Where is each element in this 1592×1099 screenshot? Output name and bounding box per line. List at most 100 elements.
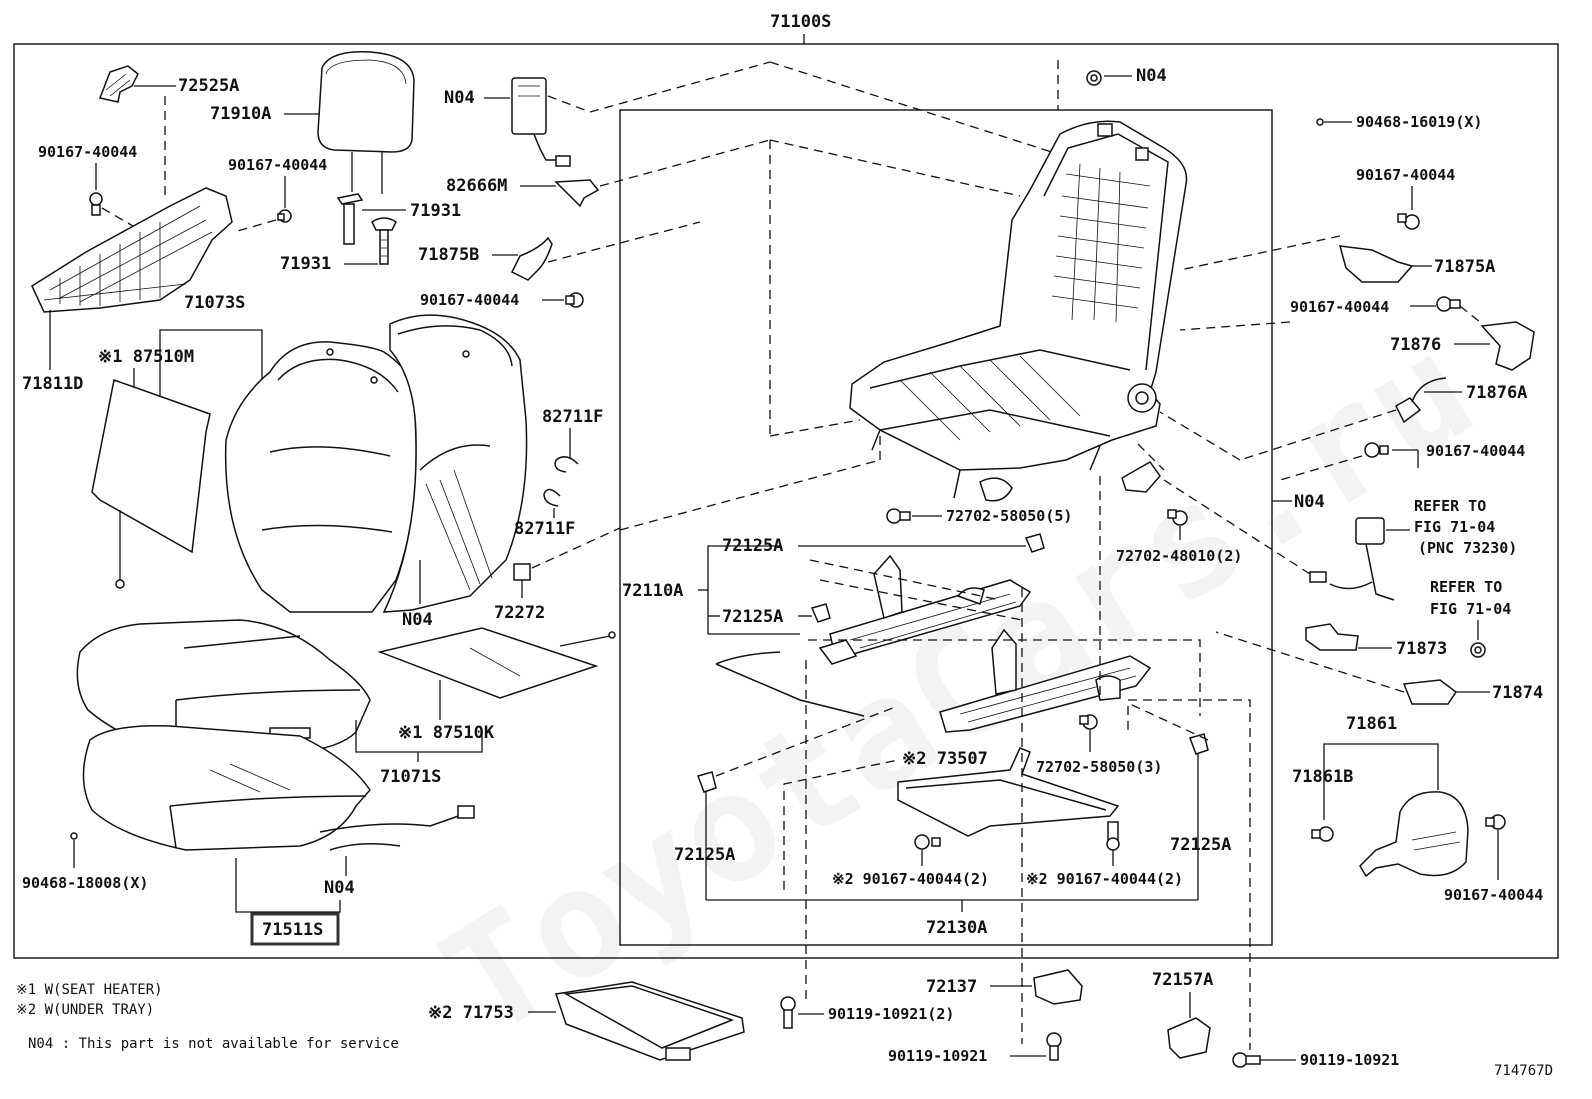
part-90167-tray-right-label: ※2 90167-40044(2) <box>1026 870 1183 888</box>
bolt-90119-2-part <box>780 996 796 1029</box>
diagram-code: 714767D <box>1494 1063 1553 1079</box>
part-72130a-label: 72130A <box>926 918 987 938</box>
bolt-r1-part <box>1397 213 1420 230</box>
part-72525a-label: 72525A <box>178 76 239 96</box>
part-90167-tray-left-label: ※2 90167-40044(2) <box>832 870 989 888</box>
bolt-72702-58050-3-part <box>1079 714 1098 730</box>
bolt-72702-48010-2-part <box>1167 509 1188 526</box>
legend-note2: ※2 W(UNDER TRAY) <box>16 1002 154 1018</box>
part-72125a-1-label: 72125A <box>722 536 783 556</box>
bolt-71861b-part <box>1311 826 1334 842</box>
cover-71875a-part <box>1338 245 1414 283</box>
seat-track-upper-part <box>818 554 1032 665</box>
part-72125a-2-label: 72125A <box>722 607 783 627</box>
part-90468-16019-label: 90468-16019(X) <box>1356 113 1482 131</box>
part-72110a-label: 72110A <box>622 581 683 601</box>
harness-71876a-part <box>1395 377 1447 424</box>
refer1-line1: REFER TO <box>1414 497 1486 515</box>
power-seat-switch-part <box>511 77 571 167</box>
seat-belt-buckle-part <box>1309 517 1395 601</box>
legend-n04: N04 : This part is not available for ser… <box>28 1036 399 1052</box>
highlight-box[interactable] <box>250 912 340 946</box>
clip-72525a-part <box>98 65 139 103</box>
cover-71874-part <box>1402 679 1458 705</box>
nut-top-part <box>1086 70 1102 86</box>
part-72125a-left-label: 72125A <box>674 845 735 865</box>
clip-72125a-left-part <box>697 771 717 793</box>
connector-72272-part <box>513 563 531 581</box>
bolt-r4-part <box>1485 814 1506 830</box>
assembly-frame <box>13 43 1559 959</box>
seat-track-lower-part <box>939 628 1152 733</box>
headrest-part <box>317 51 415 194</box>
bolt-center-part <box>565 292 584 308</box>
part-71511s-label[interactable]: 71511S <box>262 920 323 940</box>
refer2-line1: REFER TO <box>1430 578 1502 596</box>
bolt-left-part <box>89 192 103 216</box>
seat-back-pad-part <box>382 314 528 613</box>
under-tray-part <box>555 981 745 1061</box>
seat-back-cover-part <box>224 341 417 613</box>
seat-cushion-heater-part <box>377 627 616 699</box>
part-82711f-lower-label: 82711F <box>514 519 575 539</box>
part-72272-label: 72272 <box>494 603 545 623</box>
seat-cushion-pad-part <box>82 725 371 851</box>
seat-frame-part <box>849 120 1188 502</box>
bolt-tray-right-part <box>1106 821 1120 851</box>
bolt-90119-a-part <box>1046 1032 1062 1061</box>
clip-72125a-mid-part <box>810 603 831 623</box>
seat-back-heater-part <box>91 379 211 589</box>
n04-back-pad-label: N04 <box>402 610 433 630</box>
clip-82711f-upper-part <box>554 456 579 473</box>
refer2-line2: FIG 71-04 <box>1430 600 1511 618</box>
part-71876-label: 71876 <box>1390 335 1441 355</box>
cover-71876-part <box>1480 321 1535 371</box>
part-71876a-label: 71876A <box>1466 383 1527 403</box>
part-71753-label: ※2 71753 <box>428 1003 514 1023</box>
part-71875b-label: 71875B <box>418 245 479 265</box>
nut-refer2-part <box>1470 642 1486 658</box>
part-90167-headrest-label: 90167-40044 <box>228 156 327 174</box>
n04-top-label: N04 <box>1136 66 1167 86</box>
part-72157a-label: 72157A <box>1152 970 1213 990</box>
part-90468-18008-label: 90468-18008(X) <box>22 874 148 892</box>
part-71073s-label: 71073S <box>184 293 245 313</box>
part-71874-label: 71874 <box>1492 683 1543 703</box>
refer1-line2: FIG 71-04 <box>1414 518 1495 536</box>
clip-72125a-top-part <box>1024 533 1045 553</box>
bracket-71873-part <box>1305 623 1359 651</box>
part-72702-58050-3-label: 72702-58050(3) <box>1036 758 1162 776</box>
part-71931-lower-label: 71931 <box>280 254 331 274</box>
bolt-tray-left-part <box>914 834 941 850</box>
cover-72137-part <box>1033 969 1083 1005</box>
part-72137-label: 72137 <box>926 977 977 997</box>
cushion-harness-part <box>319 805 475 851</box>
n04-switch-label: N04 <box>444 88 475 108</box>
clip-82711f-lower-part <box>543 488 561 507</box>
bracket-72157a-part <box>1167 1017 1211 1059</box>
bracket-48010-part <box>1121 461 1161 493</box>
assembly-number-label: 71100S <box>770 12 831 32</box>
part-87510k-label: ※1 87510K <box>398 723 495 743</box>
part-71071s-label: 71071S <box>380 767 441 787</box>
clip-90468-18008-part <box>70 832 78 840</box>
n04-harness-label: N04 <box>324 878 355 898</box>
bracket-82666m-part <box>554 179 600 208</box>
part-90119-10921-2-label: 90119-10921(2) <box>828 1005 954 1023</box>
part-71910a-label: 71910A <box>210 104 271 124</box>
part-71811d-label: 71811D <box>22 374 83 394</box>
part-71861b-label: 71861B <box>1292 767 1353 787</box>
bolt-90119-b-part <box>1232 1052 1261 1068</box>
part-90119-10921-a-label: 90119-10921 <box>888 1047 987 1065</box>
bolt-r3-part <box>1364 442 1389 458</box>
part-90167-center-label: 90167-40044 <box>420 291 519 309</box>
bolt-r2-part <box>1436 296 1461 312</box>
part-71931-upper-label: 71931 <box>410 201 461 221</box>
clip-72125a-right-part <box>1189 733 1209 755</box>
shield-71861-part <box>1359 791 1469 878</box>
part-90119-10921-b-label: 90119-10921 <box>1300 1051 1399 1069</box>
part-90167-r3-label: 90167-40044 <box>1426 442 1525 460</box>
part-90167-r1-label: 90167-40044 <box>1356 166 1455 184</box>
refer1-line3: (PNC 73230) <box>1418 539 1517 557</box>
